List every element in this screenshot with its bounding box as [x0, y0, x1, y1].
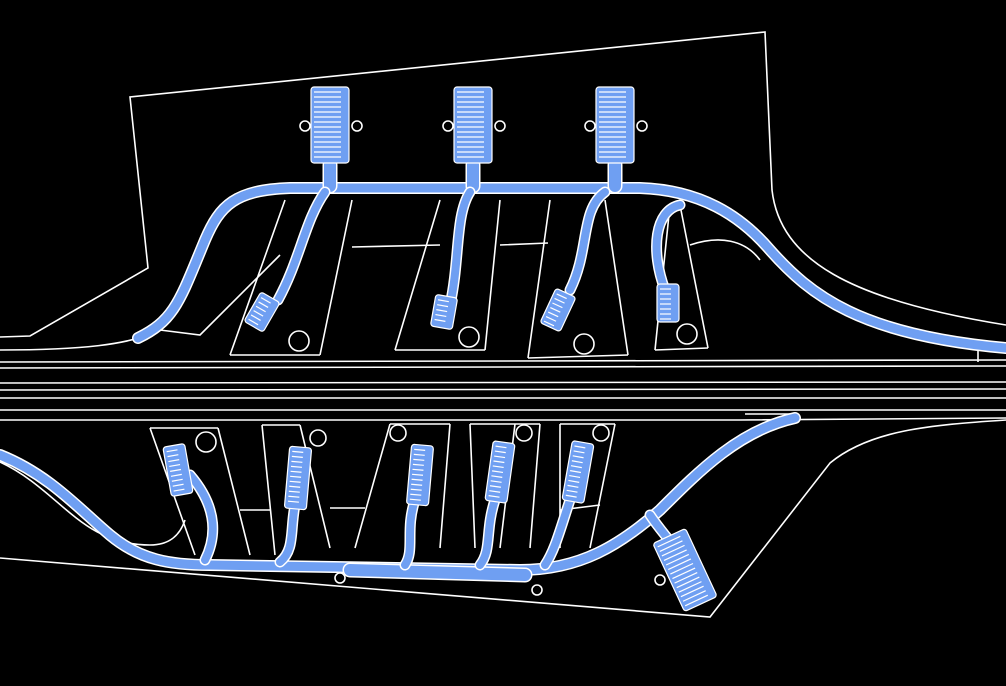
top-branch-3 [566, 188, 609, 294]
top-branch-comb-2 [430, 294, 458, 330]
top-terminal-comb-1 [310, 86, 350, 164]
bottom-branch-comb-4 [484, 440, 516, 504]
bottom-manifold [344, 564, 531, 581]
top-terminal-comb-2 [453, 86, 493, 164]
mount-hole-icon [442, 120, 454, 132]
bottom-branch-5 [541, 496, 574, 569]
outline-boundary [0, 31, 1006, 618]
mount-hole-icon [299, 120, 311, 132]
mount-hole-icon [494, 120, 506, 132]
top-branch-4 [652, 201, 684, 294]
bottom-branch-comb-1 [162, 443, 194, 497]
top-branch-comb-1 [244, 292, 280, 332]
bottom-right-terminal-comb [653, 528, 717, 612]
bottom-branch-1 [186, 471, 217, 564]
top-branch-comb-3 [540, 288, 576, 332]
bottom-branch-comb-3 [406, 443, 434, 507]
top-branch-comb-4 [656, 283, 680, 323]
mount-hole-icon [636, 120, 648, 132]
bottom-branch-3 [401, 496, 419, 569]
top-spine-channel [133, 183, 1006, 353]
mount-hole-icon [351, 120, 363, 132]
bottom-branch-2 [276, 501, 299, 566]
blue-channels [0, 86, 1006, 612]
bottom-branch-comb-2 [283, 445, 313, 511]
top-branch-1 [274, 188, 329, 304]
top-terminal-comb-3 [595, 86, 635, 164]
top-branch-2 [446, 188, 474, 309]
bottom-branch-comb-5 [561, 440, 595, 504]
bottom-branch-4 [476, 496, 499, 569]
horizontal-tracks [0, 348, 1006, 421]
mount-hole-icon [584, 120, 596, 132]
top-bays [0, 199, 761, 359]
